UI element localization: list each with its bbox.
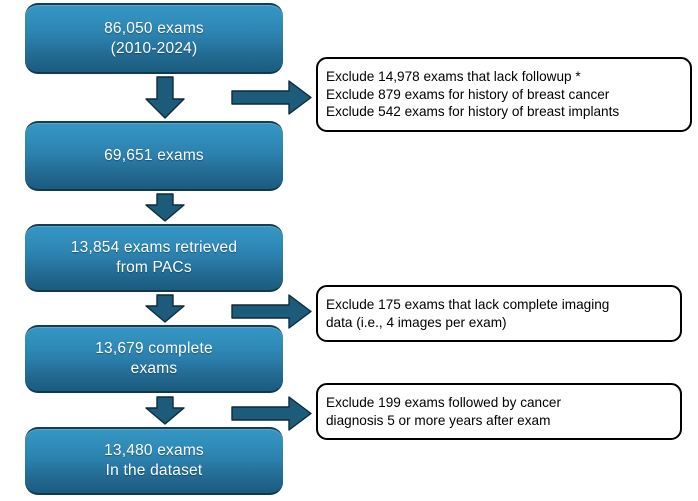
- node-retrieved-pacs: 13,854 exams retrieved from PACs: [25, 224, 283, 292]
- down-arrow-1: [144, 76, 186, 120]
- exclusion-line: Exclude 542 exams for history of breast …: [326, 104, 620, 120]
- exclusion-box-3: Exclude 199 exams followed by cancer dia…: [316, 383, 682, 440]
- exclusion-line: data (i.e., 4 images per exam): [326, 314, 507, 330]
- node-total-exams: 86,050 exams (2010-2024): [25, 3, 283, 74]
- down-arrow-4: [144, 396, 186, 426]
- exclusion-box-2: Exclude 175 exams that lack complete ima…: [316, 285, 682, 342]
- node-complete-exams: 13,679 complete exams: [25, 325, 283, 393]
- right-arrow-1: [231, 80, 313, 115]
- exclusion-line: Exclude 175 exams that lack complete ima…: [326, 297, 610, 312]
- node-final-dataset: 13,480 exams In the dataset: [25, 427, 283, 495]
- node-with-followup: 69,651 exams: [25, 121, 283, 191]
- exclusion-line: Exclude 199 exams followed by cancer: [326, 395, 561, 410]
- exclusion-line: Exclude 14,978 exams that lack followup …: [326, 69, 581, 85]
- down-arrow-3: [144, 294, 186, 324]
- right-arrow-3: [231, 396, 313, 431]
- right-arrow-2: [231, 294, 313, 329]
- exclusion-line: diagnosis 5 or more years after exam: [326, 412, 551, 428]
- down-arrow-2: [144, 193, 186, 223]
- exclusion-line: Exclude 879 exams for history of breast …: [326, 86, 610, 102]
- exclusion-box-1: Exclude 14,978 exams that lack followup …: [316, 57, 692, 132]
